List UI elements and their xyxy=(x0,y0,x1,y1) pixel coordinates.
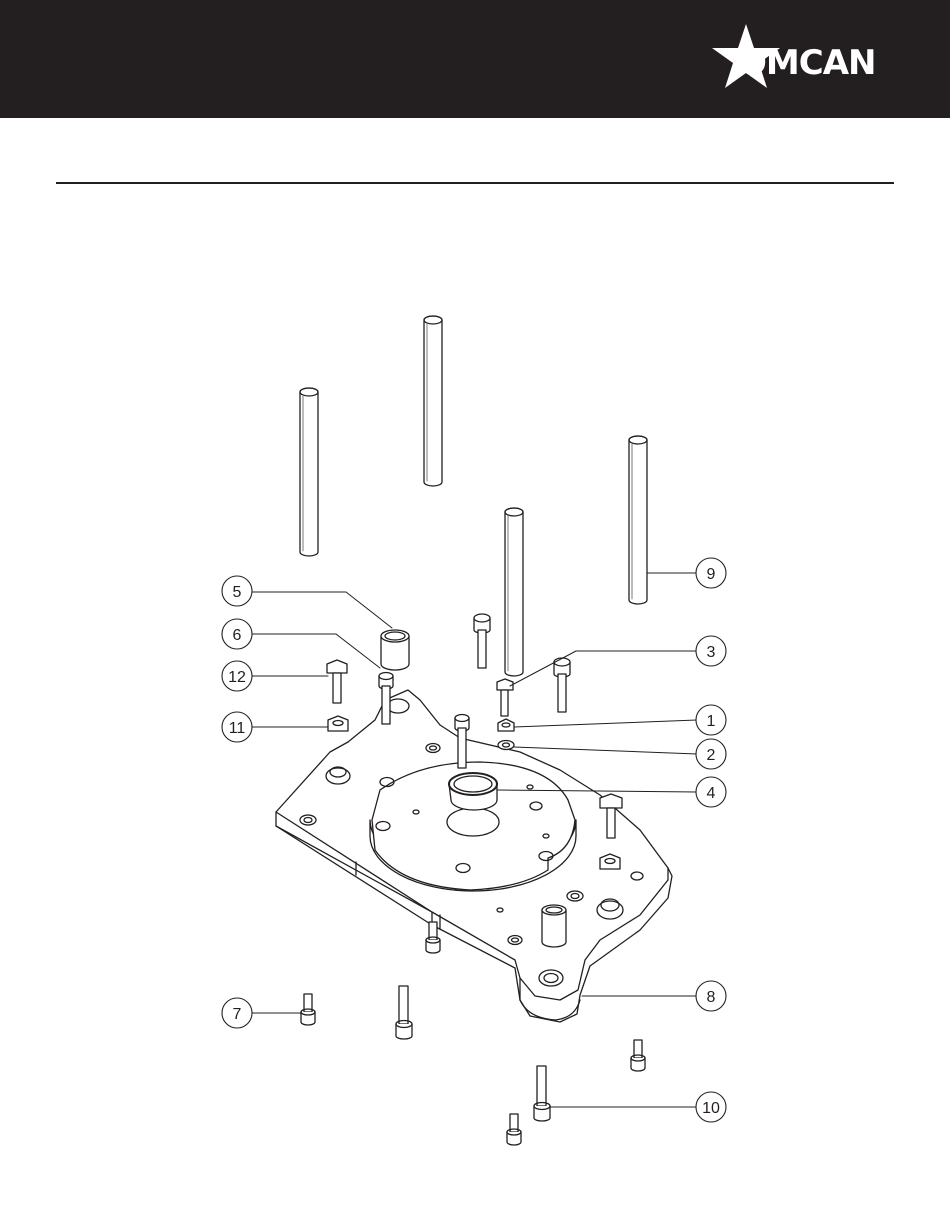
small-socket-screw xyxy=(507,1114,521,1145)
socket-cap-screw xyxy=(474,614,490,668)
hex-bolt xyxy=(497,679,513,716)
callout-label: 2 xyxy=(707,747,716,764)
center-bushing xyxy=(449,773,497,810)
callout-label: 3 xyxy=(707,644,716,661)
callout-label: 6 xyxy=(233,627,242,644)
long-socket-screw xyxy=(396,986,412,1039)
small-socket-screw xyxy=(301,994,315,1025)
callout-label: 5 xyxy=(233,584,242,601)
callout-label: 12 xyxy=(228,669,246,686)
hex-nut xyxy=(600,854,620,869)
spacer-sleeve xyxy=(542,905,566,947)
callout-label: 4 xyxy=(707,785,716,802)
long-socket-screw xyxy=(534,1066,550,1121)
hex-nut xyxy=(328,716,348,731)
callout-label: 9 xyxy=(707,566,716,583)
callout-label: 10 xyxy=(702,1100,720,1117)
nut-small xyxy=(498,719,514,731)
hex-head-bolt xyxy=(327,660,347,703)
guide-rod xyxy=(300,388,318,556)
socket-cap-screw xyxy=(554,658,570,712)
spacer-sleeve xyxy=(381,630,409,670)
callout-label: 1 xyxy=(707,713,716,730)
guide-rod xyxy=(424,316,442,486)
callout-label: 7 xyxy=(233,1006,242,1023)
guide-rod xyxy=(505,508,523,676)
callout-label: 11 xyxy=(229,720,246,737)
washer xyxy=(498,741,514,750)
small-socket-screw xyxy=(631,1040,645,1071)
guide-rod xyxy=(629,436,647,604)
callout-label: 8 xyxy=(707,989,716,1006)
